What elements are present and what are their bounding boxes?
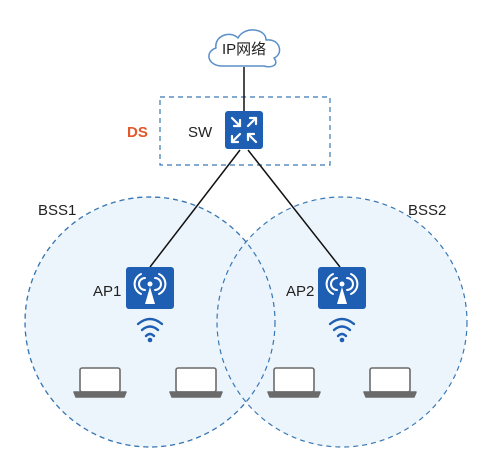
- ap2-wifi-signal-icon: [328, 317, 356, 338]
- switch-to-ap1-link: [149, 149, 241, 268]
- ap1-icon: [126, 267, 174, 309]
- ap2-label: AP2: [286, 283, 315, 300]
- ds-label: DS: [127, 124, 148, 141]
- ap2-icon: [318, 267, 366, 309]
- bss1-label: BSS1: [38, 202, 77, 219]
- cloud-label: IP网络: [222, 41, 267, 58]
- ds-boundary-box: [159, 96, 331, 166]
- laptop-icon: [267, 367, 321, 398]
- switch-label: SW: [188, 124, 213, 141]
- switch-to-ap2-link: [247, 149, 341, 268]
- ap1-label: AP1: [93, 283, 122, 300]
- links: [149, 67, 341, 268]
- ap1-wifi-dot: [147, 337, 153, 343]
- laptop-icon: [363, 367, 417, 398]
- ap2-wifi-dot: [339, 337, 345, 343]
- bss2-coverage-circle: [216, 196, 468, 448]
- bss-areas: [24, 196, 468, 448]
- bss2-label: BSS2: [408, 202, 447, 219]
- laptop-icon: [169, 367, 223, 398]
- ap1-wifi-signal-icon: [136, 317, 164, 338]
- switch-icon: [225, 111, 263, 149]
- laptop-icon: [73, 367, 127, 398]
- bss1-coverage-outline: [24, 196, 276, 448]
- cloud-icon: [208, 29, 281, 68]
